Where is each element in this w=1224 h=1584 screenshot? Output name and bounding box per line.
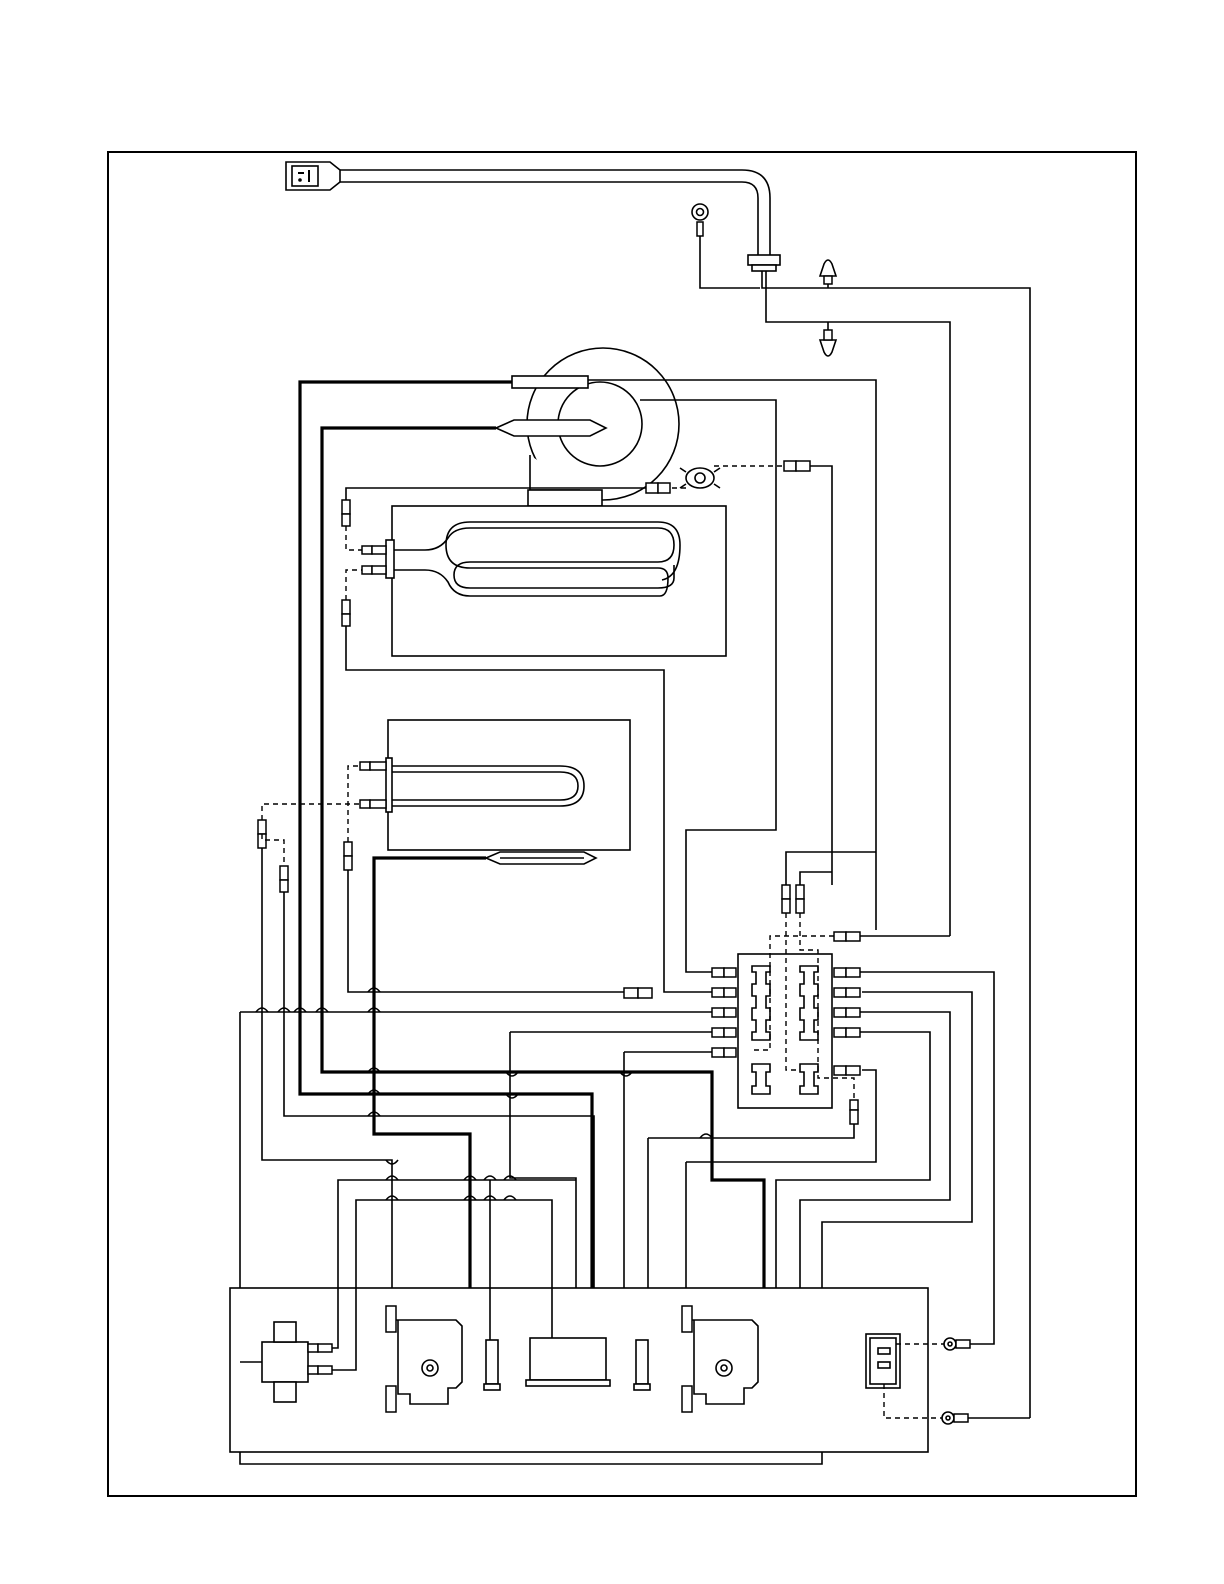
wire-nut-icon <box>820 260 836 284</box>
connector <box>796 885 804 899</box>
connector <box>360 800 370 808</box>
connector <box>344 856 352 870</box>
connector <box>372 566 386 574</box>
ring-terminal-icon <box>692 204 708 236</box>
connector <box>360 762 370 770</box>
connector <box>280 880 288 892</box>
lamp-icon <box>634 1340 650 1390</box>
connector <box>646 483 658 493</box>
timer-icon <box>526 1338 610 1386</box>
power-plug-icon <box>286 162 340 190</box>
connector <box>342 600 350 614</box>
terminal-connectors-left <box>712 968 736 1057</box>
connector <box>280 866 288 880</box>
strain-relief-icon <box>748 255 780 271</box>
connector <box>796 461 810 471</box>
connector <box>784 461 796 471</box>
rocker-switch-icon <box>866 1334 900 1388</box>
connector <box>658 483 670 493</box>
connector <box>258 820 266 834</box>
connector <box>782 885 790 899</box>
probe-icon <box>486 852 596 864</box>
connector <box>624 988 638 998</box>
lamp-icon <box>484 1340 500 1390</box>
terminal-connectors-right <box>834 932 860 1075</box>
connector <box>850 1100 858 1110</box>
connector <box>362 546 372 554</box>
connector <box>954 1414 968 1422</box>
connector <box>342 614 350 626</box>
connector <box>850 1110 858 1124</box>
connector <box>344 842 352 856</box>
connector <box>370 762 386 770</box>
connector <box>638 988 652 998</box>
connector <box>796 899 804 913</box>
heating-element-icon <box>386 720 630 850</box>
connector <box>782 899 790 913</box>
connector <box>372 546 386 554</box>
connector <box>956 1340 970 1348</box>
heating-element-icon <box>386 506 726 656</box>
connector <box>342 500 350 514</box>
wire-nut-icon <box>820 330 836 356</box>
thermostat-icon <box>680 468 720 488</box>
connector <box>342 514 350 526</box>
connector <box>362 566 372 574</box>
connector <box>370 800 386 808</box>
